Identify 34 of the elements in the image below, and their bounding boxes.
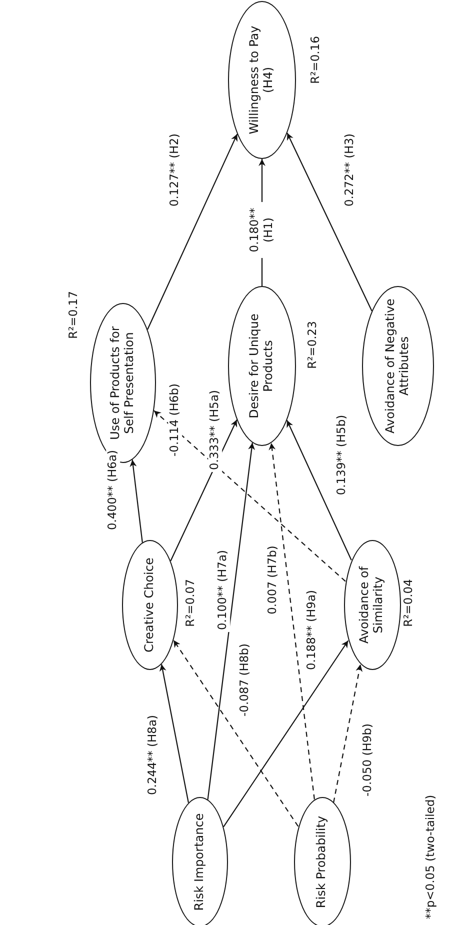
arrow xyxy=(147,134,238,330)
arrow xyxy=(130,460,143,543)
r-squared-label: R²=0.07 xyxy=(183,579,197,627)
edge-label: 0.127** (H2) xyxy=(168,132,182,208)
arrow xyxy=(173,640,299,827)
r-squared-label: R²=0.17 xyxy=(66,291,80,339)
node-label: Avoidance of Negative Attributes xyxy=(384,298,412,436)
arrow xyxy=(207,442,255,800)
node-label: Willingness to Pay (H4) xyxy=(248,24,276,136)
edge-label: -0.114 (H6b) xyxy=(168,382,182,458)
edge-label: 0.272** (H3) xyxy=(343,132,357,208)
arrow xyxy=(268,442,315,800)
node-label: Creative Choice xyxy=(143,556,157,654)
r-squared-label: R²=0.04 xyxy=(401,579,415,627)
arrow xyxy=(286,420,352,560)
edge-label: 0.400** (H6a) xyxy=(106,448,120,532)
arrow xyxy=(154,410,346,582)
arrow xyxy=(286,132,372,312)
arrow xyxy=(159,664,190,803)
r-squared-label: R²=0.23 xyxy=(305,321,319,369)
node-label: Risk Probability xyxy=(315,814,329,910)
edge-label: 0.007 (H7b) xyxy=(266,544,280,616)
node-label: Avoidance of Similarity xyxy=(358,565,386,646)
footnote: **p<0.05 (two-tailed) xyxy=(423,794,437,920)
edge-label: -0.087 (H8b) xyxy=(238,642,252,718)
ellipse-node xyxy=(294,797,350,925)
edge-label: 0.180** (H1) xyxy=(248,202,276,258)
arrow xyxy=(223,640,349,828)
node-label: Desire for Unique Products xyxy=(248,312,276,420)
arrow xyxy=(333,664,363,803)
edge-label: 0.139** (H5b) xyxy=(335,412,349,498)
r-squared-label: R²=0.16 xyxy=(308,36,322,84)
edge-label: -0.050 (H9b) xyxy=(361,722,375,798)
node-label: Risk Importance xyxy=(193,812,207,913)
